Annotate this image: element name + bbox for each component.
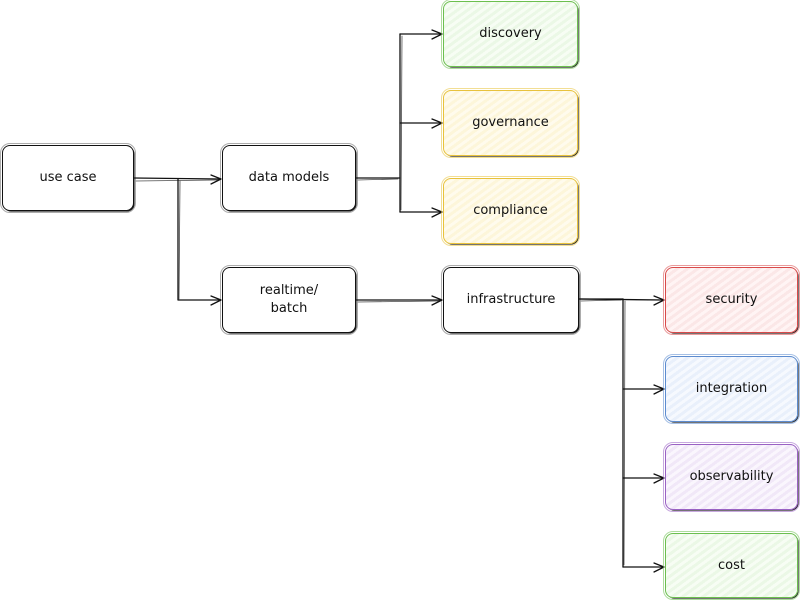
node-use-case[interactable]: use case (0, 143, 136, 213)
node-observability[interactable]: observability (663, 442, 800, 512)
node-discovery[interactable]: discovery (441, 0, 580, 69)
node-realtime-batch[interactable]: realtime/ batch (220, 265, 358, 335)
node-security[interactable]: security (663, 265, 800, 335)
node-data-models-label: data models (248, 170, 330, 185)
node-compliance[interactable]: compliance (441, 176, 580, 246)
connector-use-case-to-data-models (133, 177, 221, 180)
node-infrastructure[interactable]: infrastructure (441, 265, 581, 335)
node-observability-label: observability (689, 469, 774, 484)
node-integration-label: integration (695, 381, 768, 396)
node-realtime-batch-label: realtime/ batch (259, 283, 319, 316)
node-discovery-label: discovery (479, 26, 542, 41)
connector-realtime-batch-to-infrastructure-sketch (357, 300, 440, 303)
connector-use-case-to-realtime-batch (177, 178, 221, 301)
arrowhead-observability (653, 473, 665, 484)
node-compliance-label: compliance (473, 203, 548, 218)
arrowhead-cost (653, 562, 665, 573)
node-integration[interactable]: integration (663, 354, 800, 424)
connector-use-case-to-realtime-batch-sketch (178, 180, 181, 300)
node-security-label: security (705, 292, 758, 307)
connector-data-models-trunk-sketch (357, 178, 399, 181)
connector-infrastructure-branch-sketch (623, 300, 626, 566)
node-governance-label: governance (472, 115, 549, 130)
arrowhead-security (653, 295, 665, 306)
arrowhead-integration (653, 384, 665, 395)
arrowhead-infrastructure (431, 295, 443, 306)
node-data-models[interactable]: data models (220, 143, 358, 213)
arrowhead-compliance (431, 207, 443, 218)
arrowhead-governance (431, 118, 443, 129)
node-cost[interactable]: cost (663, 531, 800, 600)
connector-to-security (578, 298, 664, 301)
node-infrastructure-label: infrastructure (466, 292, 556, 307)
node-use-case-label: use case (39, 170, 97, 185)
node-cost-label: cost (718, 557, 745, 573)
arrowhead-data-models (210, 174, 222, 185)
arrowhead-realtime-batch (210, 295, 222, 306)
connector-infrastructure-trunk-sketch (580, 299, 622, 302)
node-governance[interactable]: governance (441, 88, 580, 158)
connector-use-case-to-data-models-sketch (135, 179, 219, 182)
arrowhead-discovery (431, 29, 443, 40)
